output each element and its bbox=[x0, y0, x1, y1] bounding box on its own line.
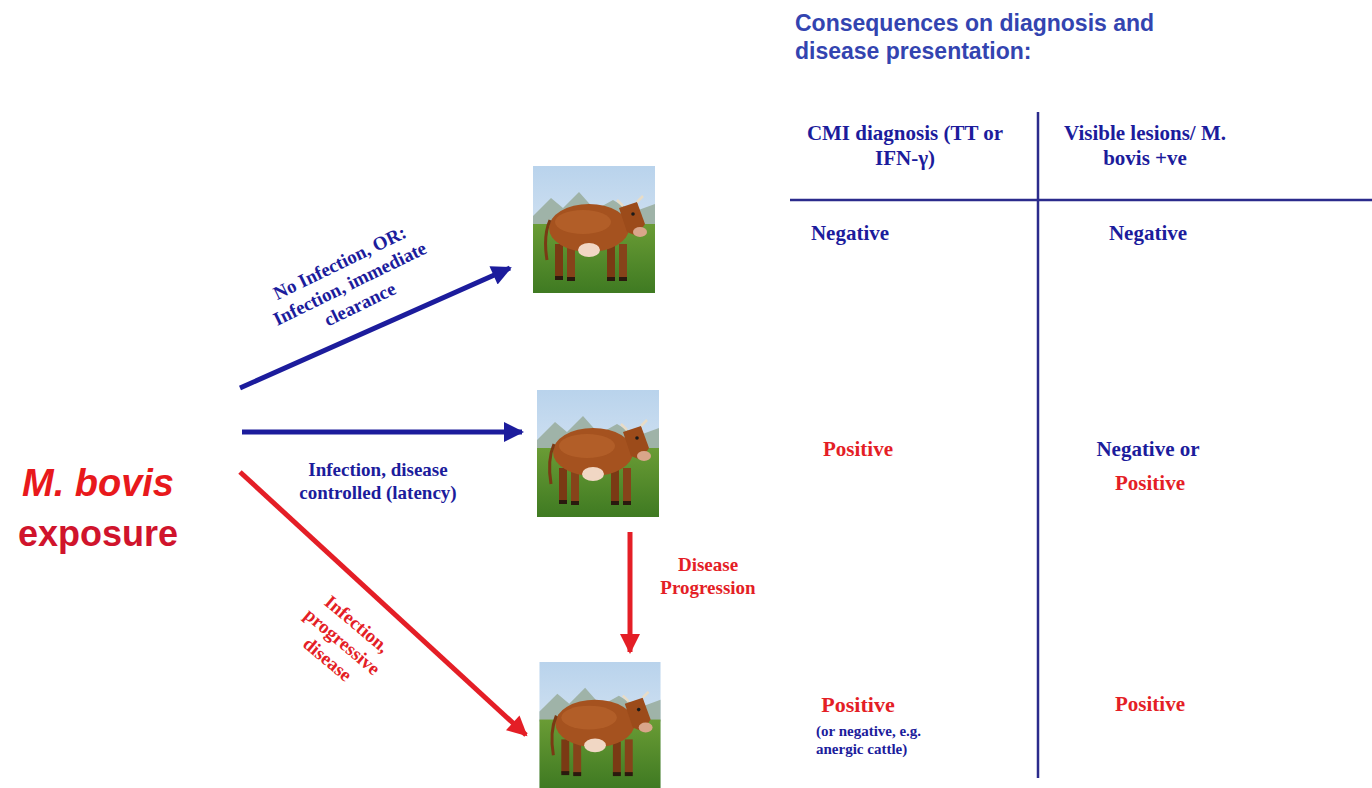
progression-arrow bbox=[628, 532, 633, 652]
arrow-label: Disease Progression bbox=[648, 554, 768, 600]
cow-picture bbox=[533, 166, 655, 293]
table-cell: Positive bbox=[1075, 692, 1225, 717]
arrow-label: No Infection, OR: Infection, immediate c… bbox=[238, 206, 461, 362]
column-header: Visible lesions/ M. bovis +ve bbox=[1045, 121, 1245, 171]
table-heading: Consequences on diagnosis and disease pr… bbox=[795, 10, 1205, 65]
arrow-label: Infection, progressive disease bbox=[272, 576, 412, 709]
table-cell: Positive bbox=[1075, 471, 1225, 496]
table-cell: Positive bbox=[783, 692, 933, 718]
table-rule bbox=[790, 199, 1372, 202]
source-label: M. bovis bbox=[3, 461, 193, 507]
arrow-label: Infection, disease controlled (latency) bbox=[276, 459, 481, 505]
table-rule bbox=[1037, 112, 1040, 778]
cow-picture bbox=[537, 390, 659, 517]
table-cell: Negative bbox=[1073, 221, 1223, 246]
table-note: (or negative, e.g. anergic cattle) bbox=[816, 722, 971, 758]
table-cell: Negative bbox=[775, 221, 925, 246]
exposure-arrow bbox=[240, 472, 526, 735]
table-cell: Negative or bbox=[1063, 437, 1233, 462]
cow-picture bbox=[539, 662, 660, 788]
table-cell: Positive bbox=[783, 437, 933, 462]
source-label: exposure bbox=[3, 512, 193, 555]
exposure-arrow bbox=[242, 430, 522, 435]
column-header: CMI diagnosis (TT or IFN-γ) bbox=[795, 121, 1015, 171]
